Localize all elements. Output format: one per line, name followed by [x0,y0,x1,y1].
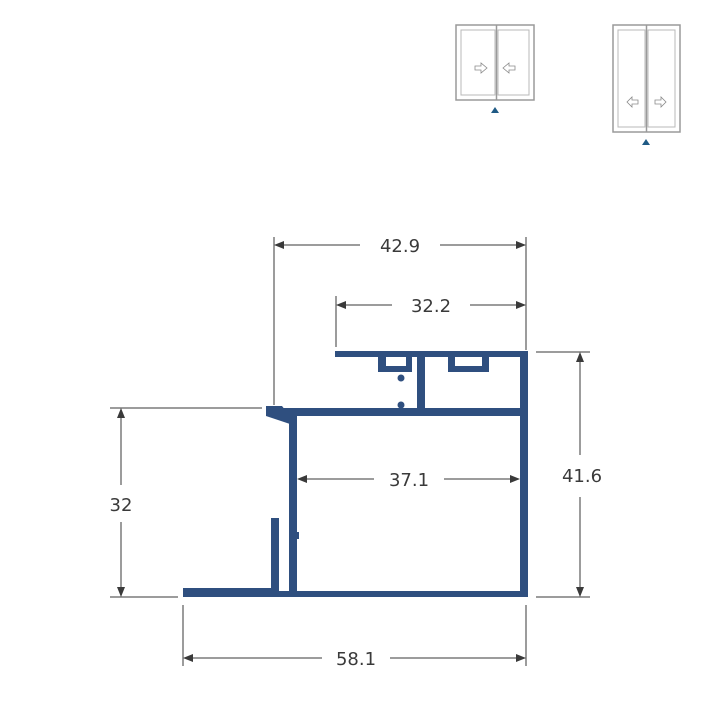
dimension-top-width: 42.9 [273,236,527,405]
profile-bottom-flange [183,591,528,597]
sliding-door-thumbnail[interactable] [612,24,681,145]
right-height-label: 41.6 [562,466,602,487]
profile-outer-stub [271,518,279,597]
top-width-label: 42.9 [380,236,420,257]
dimension-right-height: 41.6 [536,351,602,598]
profile-right-wall [520,351,528,597]
marker-icon [642,139,650,145]
bottom-width-label: 58.1 [336,649,376,670]
profile-center-divider [417,351,425,411]
arrow-left-icon [502,62,516,74]
profile-inner-tab [289,532,299,539]
sliding-window-thumbnail[interactable] [455,24,535,113]
selected-marker-icon [491,107,499,113]
profile-cross-section [183,351,528,597]
window-left-sash [460,29,496,96]
dimension-upper-width: 32.2 [335,296,526,347]
inner-width-label: 37.1 [389,470,429,491]
arrow-right-icon [474,62,488,74]
profile-left-nose [266,406,290,424]
profile-bead-lower [397,401,405,409]
profile-inner-wall [289,416,297,597]
door-left-panel [617,29,646,128]
profile-top-rail [335,351,528,357]
window-right-sash [497,29,530,96]
dimension-bottom-width: 58.1 [182,605,527,670]
left-height-label: 32 [110,495,133,516]
upper-width-label: 32.2 [411,296,451,317]
profile-right-track [448,351,489,372]
dimension-left-height: 32 [110,407,262,598]
profile-left-track [378,351,412,372]
profile-bead-upper [397,374,405,382]
profile-bottom-lip [183,588,273,591]
dimension-inner-width: 37.1 [297,470,520,491]
arrow-left-icon [626,96,639,108]
arrow-right-icon [654,96,667,108]
profile-top-plate [268,408,528,416]
door-right-panel [647,29,676,128]
